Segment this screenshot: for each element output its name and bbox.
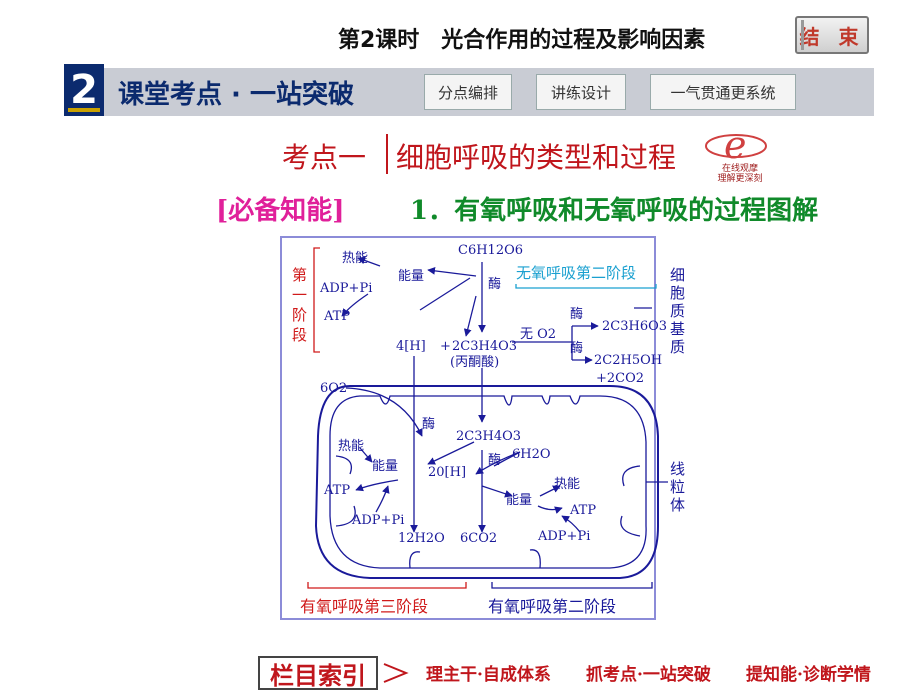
aerobic-stage2-label: 有氧呼吸第二阶段 bbox=[488, 597, 616, 616]
end-button[interactable]: 结 束 bbox=[795, 16, 869, 54]
stage1-label-4: 段 bbox=[292, 326, 307, 344]
co2-2-label: +2CO2 bbox=[596, 371, 644, 386]
cytoplasm-label-3: 质 bbox=[670, 302, 685, 320]
tab-jianglian[interactable]: 讲练设计 bbox=[536, 74, 626, 110]
heat-label-2: 热能 bbox=[338, 439, 364, 454]
lactic-label: 2C3H6O3 bbox=[602, 319, 667, 334]
atp-label-3: ATP bbox=[569, 503, 596, 518]
aerobic-stage3-label: 有氧呼吸第三阶段 bbox=[300, 597, 428, 616]
h4-label: 4[H] bbox=[396, 339, 426, 354]
anaerobic-stage2-label: 无氧呼吸第二阶段 bbox=[516, 264, 636, 282]
pyruvate-label: 2C3H4O3 bbox=[452, 339, 517, 354]
topic-divider bbox=[386, 134, 388, 174]
stage1-label-3: 阶 bbox=[292, 306, 307, 324]
mitochondrion-outer bbox=[314, 385, 659, 579]
plus-label: + bbox=[440, 339, 451, 354]
energy-label-1: 能量 bbox=[398, 269, 424, 284]
cytoplasm-label-2: 胞 bbox=[670, 284, 685, 302]
nav-link-tizhineng[interactable]: 提知能·诊断学情 bbox=[746, 665, 871, 685]
enzyme-label: 酶 bbox=[488, 276, 501, 292]
enzyme-label-3: 酶 bbox=[570, 340, 583, 356]
heat-label-1: 热能 bbox=[342, 251, 368, 266]
cytoplasm-label-1: 细 bbox=[670, 266, 685, 284]
h2o-6-label: 6H2O bbox=[512, 447, 551, 462]
topic-name: 细胞呼吸的类型和过程 bbox=[396, 141, 677, 174]
tab-fendian[interactable]: 分点编排 bbox=[424, 74, 512, 110]
adp-label-3: ADP+Pi bbox=[537, 529, 590, 544]
logo-caption-line2: 理解更深刻 bbox=[717, 174, 763, 184]
adp-label-2: ADP+Pi bbox=[351, 513, 404, 528]
bracket-label: [必备知能] bbox=[216, 196, 345, 226]
enzyme-label-5: 酶 bbox=[488, 452, 501, 468]
tab-yiqi[interactable]: 一气贯通更系统 bbox=[650, 74, 796, 110]
energy-label-3: 能量 bbox=[506, 493, 532, 508]
atp-label-2: ATP bbox=[323, 483, 350, 498]
topic-label: 考点一 bbox=[282, 141, 367, 174]
energy-label-2: 能量 bbox=[372, 459, 398, 474]
pyruvate-label-2: 2C3H4O3 bbox=[456, 429, 521, 444]
o2-6-label: 6O2 bbox=[320, 381, 347, 396]
adp-label-1: ADP+Pi bbox=[319, 281, 372, 296]
ethanol-label: 2C2H5OH bbox=[594, 353, 662, 368]
co2-6-label: 6CO2 bbox=[460, 531, 497, 546]
atp-label-1: ATP bbox=[323, 309, 350, 324]
pyruvate-name: (丙酮酸) bbox=[450, 355, 499, 370]
logo-caption-line1: 在线观摩 bbox=[721, 164, 758, 174]
svg-text:e: e bbox=[724, 124, 747, 167]
online-view-logo-icon[interactable]: e bbox=[700, 124, 772, 180]
stage1-label-2: 一 bbox=[292, 286, 307, 304]
mito-label-2: 粒 bbox=[670, 478, 685, 496]
section-title: 课堂考点 · 一站突破 bbox=[118, 80, 354, 110]
nav-link-lizhugan[interactable]: 理主干·自成体系 bbox=[426, 665, 551, 685]
enzyme-label-2: 酶 bbox=[570, 306, 583, 322]
cytoplasm-label-5: 质 bbox=[670, 338, 685, 356]
enzyme-label-4: 酶 bbox=[422, 416, 435, 432]
h20-label: 20[H] bbox=[428, 465, 466, 480]
mito-label-3: 体 bbox=[670, 496, 685, 514]
logo-caption: 在线观摩 理解更深刻 bbox=[708, 164, 772, 184]
mito-label-1: 线 bbox=[670, 460, 685, 478]
glucose-label: C6H12O6 bbox=[458, 243, 523, 258]
section-number-badge: 2 bbox=[64, 64, 104, 116]
column-index-button[interactable]: 栏目索引 bbox=[258, 656, 378, 690]
no-o2-label: 无 O2 bbox=[520, 327, 556, 342]
diagram-frame bbox=[280, 236, 656, 620]
respiration-diagram: C6H12O6 酶 热能 能量 ADP+Pi ATP 4[H] + 2C3H4O… bbox=[292, 243, 685, 616]
h2o-12-label: 12H2O bbox=[398, 531, 445, 546]
stage1-label-1: 第 bbox=[292, 266, 307, 284]
mitochondrion-inner bbox=[329, 395, 647, 569]
arrow-right-icon bbox=[383, 663, 409, 683]
nav-link-zhuakaodian[interactable]: 抓考点·一站突破 bbox=[586, 665, 711, 685]
diagram-heading: 1．有氧呼吸和无氧呼吸的过程图解 bbox=[410, 196, 819, 226]
heat-label-3: 热能 bbox=[554, 477, 580, 492]
lesson-title: 第2课时 光合作用的过程及影响因素 bbox=[338, 28, 706, 53]
cytoplasm-label-4: 基 bbox=[670, 320, 685, 338]
